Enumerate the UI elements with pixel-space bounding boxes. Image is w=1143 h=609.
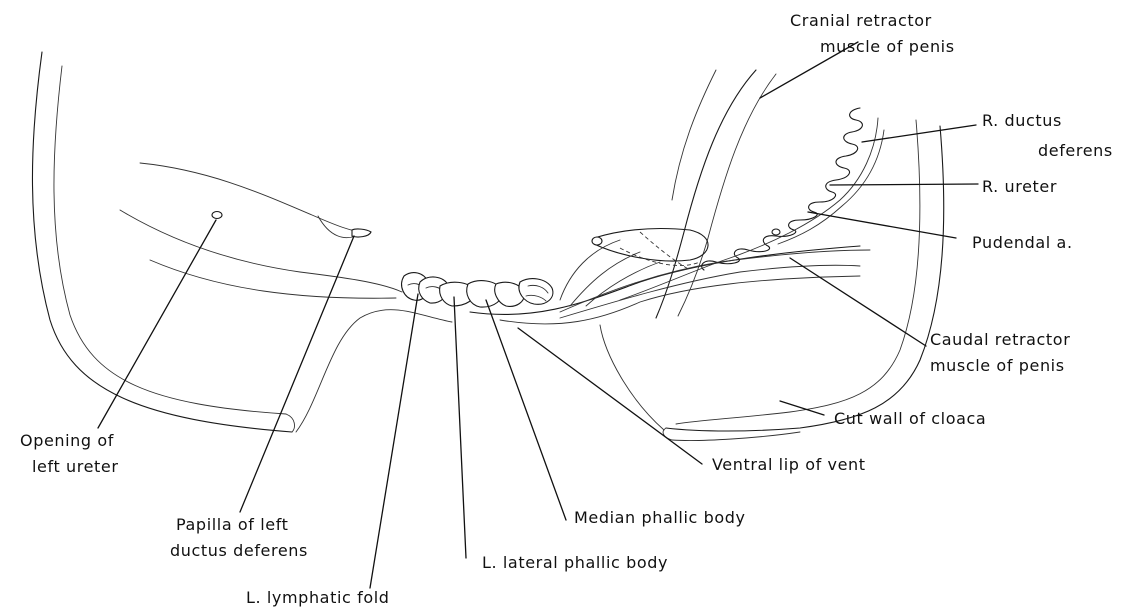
label-papilla-line2: ductus deferens xyxy=(170,541,308,560)
mucosa-fold-lower xyxy=(150,260,396,298)
left-wall-end xyxy=(286,414,294,432)
right-ductus-coil xyxy=(702,108,863,270)
right-lymphatic-fold-shape xyxy=(519,279,553,305)
label-papilla-line1: Papilla of left xyxy=(176,515,289,534)
leader-ureter xyxy=(830,184,978,185)
mucosa-fold-middle xyxy=(120,210,402,292)
label-r-ureter: R. ureter xyxy=(982,177,1057,196)
vent-lip-lower xyxy=(500,276,860,324)
caudal-retractor-upper xyxy=(560,250,870,312)
leader-ventral-lip xyxy=(518,328,702,464)
left-cloacal-wall xyxy=(32,52,292,432)
right-papilla-projection xyxy=(594,228,708,261)
label-caudal-retractor-line2: muscle of penis xyxy=(930,356,1065,375)
label-cranial-retractor-line2: muscle of penis xyxy=(820,37,955,56)
label-lateral-phallic: L. lateral phallic body xyxy=(482,553,668,572)
caudal-retractor-lower xyxy=(560,265,860,318)
label-opening-ureter-line1: Opening of xyxy=(20,431,114,450)
right-papilla-opening xyxy=(592,237,602,245)
label-r-ductus-line1: R. ductus xyxy=(982,111,1062,130)
left-ureter-opening xyxy=(212,212,222,219)
label-pudendal-a: Pudendal a. xyxy=(972,233,1073,252)
cranial-retractor-inner xyxy=(678,74,776,316)
leader-cut-wall xyxy=(780,401,824,415)
label-r-ductus-line2: deferens xyxy=(1038,141,1113,160)
lip-below-phallus xyxy=(296,310,452,432)
papilla-ridge xyxy=(318,216,356,238)
leader-median-phallic xyxy=(486,300,566,520)
label-cranial-retractor-line1: Cranial retractor xyxy=(790,11,932,30)
pudendal-artery-end xyxy=(772,229,780,235)
mucosa-fold-upper xyxy=(140,163,368,233)
leader-pudendal xyxy=(808,212,956,238)
leader-ductus-deferens xyxy=(862,125,976,142)
label-lymphatic-fold: L. lymphatic fold xyxy=(246,588,390,607)
vent-lip-drop xyxy=(600,325,664,430)
phallus xyxy=(402,273,553,307)
label-ventral-lip: Ventral lip of vent xyxy=(712,455,866,474)
label-opening-ureter-line2: left ureter xyxy=(32,457,119,476)
leader-caudal-retractor xyxy=(790,258,926,346)
right-cloacal-wall-inner xyxy=(676,120,920,424)
pudendal-artery-line xyxy=(778,130,884,244)
leader-lateral-phallic xyxy=(454,297,466,558)
left-cloacal-wall-inner xyxy=(54,66,286,414)
leader-lymphatic-fold xyxy=(370,294,418,588)
label-median-phallic: Median phallic body xyxy=(574,508,746,527)
leader-papilla xyxy=(240,236,354,512)
left-ductus-papilla xyxy=(352,229,371,237)
leader-opening-ureter xyxy=(98,220,216,428)
label-caudal-retractor-line1: Caudal retractor xyxy=(930,330,1070,349)
label-cut-wall: Cut wall of cloaca xyxy=(834,409,986,428)
